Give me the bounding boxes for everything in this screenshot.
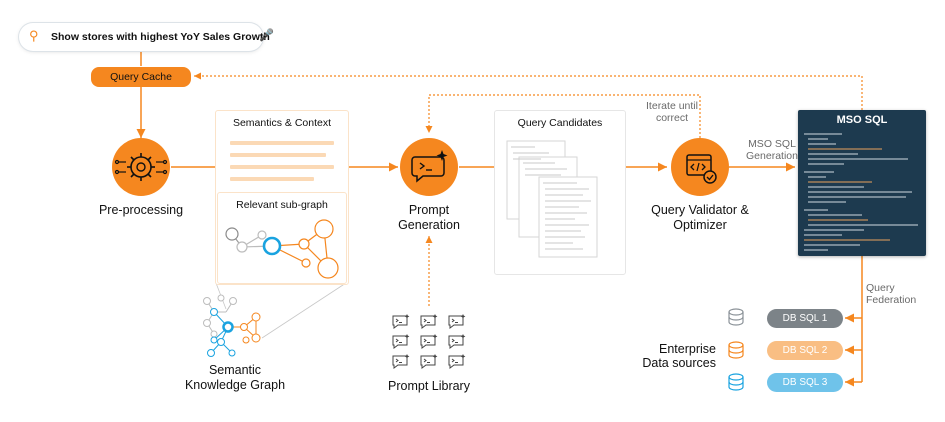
zoom-line-right (261, 282, 347, 339)
query-validator-label: Query Validator & Optimizer (651, 203, 749, 232)
iterate-label: Iterate until correct (646, 100, 698, 124)
search-icon: ⚲ (29, 28, 39, 43)
knowledge-graph-icon (203, 294, 261, 357)
db-sql-3: DB SQL 3 (767, 373, 843, 392)
prompt-generation-node (400, 138, 458, 196)
context-bar (230, 165, 334, 169)
gear-icon (114, 153, 168, 181)
iterate-loop-dotted-arrow (425, 94, 701, 138)
query-federation-label: Query Federation (866, 282, 917, 306)
candidate-documents (506, 140, 598, 258)
db-sql-1: DB SQL 1 (767, 309, 843, 328)
database-icon (728, 373, 744, 391)
preprocessing-node (112, 138, 170, 196)
context-bar (230, 153, 326, 157)
microphone-icon[interactable]: 🎤 (259, 28, 274, 42)
subgraph-panel: Relevant sub-graph (217, 192, 347, 284)
subgraph-graph (225, 219, 339, 279)
mso-generation-label: MSO SQL Generation (746, 138, 798, 162)
prompt-generation-label: Prompt Generation (398, 203, 460, 232)
search-bar[interactable]: ⚲ Show stores with highest YoY Sales Gro… (19, 23, 274, 51)
search-query: Show stores with highest YoY Sales Growt… (51, 31, 270, 43)
database-icon (728, 341, 744, 359)
chat-sparkle-icon (411, 150, 448, 183)
query-validator-node (671, 138, 729, 196)
enterprise-data-sources-label: Enterprise Data sources (642, 342, 716, 370)
db-sql-2: DB SQL 2 (767, 341, 843, 360)
context-bar (230, 141, 334, 145)
mso-sql-code (804, 133, 918, 251)
mso-sql-title: MSO SQL (836, 114, 888, 126)
prompt-library-label: Prompt Library (388, 379, 470, 393)
code-check-icon (686, 154, 717, 184)
query-candidates-panel: Query Candidates (494, 110, 626, 275)
preprocessing-label: Pre-processing (98, 203, 184, 217)
database-icon (728, 308, 744, 326)
query-cache-node: Query Cache (91, 67, 191, 87)
prompt-icons (392, 313, 466, 369)
mso-to-cache-dotted-arrow (194, 72, 863, 110)
semantics-context-title: Semantics & Context (232, 117, 332, 129)
prompt-library-grid (390, 313, 470, 371)
context-bar (230, 177, 314, 181)
query-candidates-title: Query Candidates (517, 117, 603, 129)
subgraph-title: Relevant sub-graph (236, 199, 328, 211)
mso-sql-panel: MSO SQL (798, 110, 926, 256)
knowledge-graph-label: Semantic Knowledge Graph (184, 363, 286, 392)
